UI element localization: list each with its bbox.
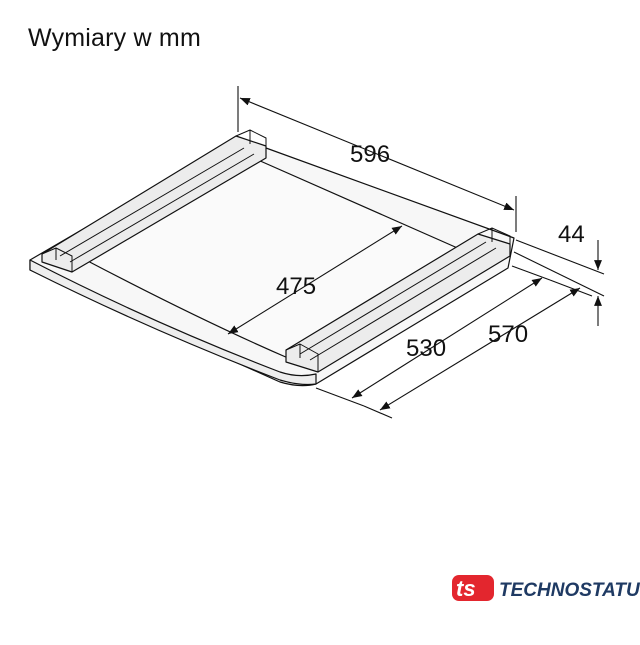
- right-rail-cap-front: [285, 343, 319, 372]
- shelf-front-edge: [29, 259, 317, 386]
- logo-mark: [452, 575, 494, 601]
- dim-height-ext-bottom: [513, 251, 605, 297]
- dim-depth-a-label: 530: [406, 335, 446, 362]
- dim-height-label: 44: [558, 221, 585, 248]
- dim-depth-b-line: [379, 287, 581, 411]
- left-rail-groove: [59, 147, 255, 263]
- dim-depth-a-ext-front: [315, 387, 365, 407]
- dim-width-label: 596: [350, 141, 390, 168]
- dim-inner-depth-label: 475: [276, 273, 316, 300]
- dim-width-line: [239, 97, 515, 211]
- dim-depth-b-ext-front: [363, 405, 393, 419]
- dim-inner-depth-line: [227, 225, 403, 335]
- technostatus-logo: ts TECHNOSTATUS: [452, 575, 640, 601]
- diagram-title: Wymiary w mm: [28, 24, 201, 52]
- left-rail-cap-front: [41, 247, 73, 272]
- dim-height-ext-top: [515, 239, 605, 275]
- dim-depth-b-label: 570: [488, 321, 528, 348]
- logo-mark-letters: ts: [456, 576, 476, 601]
- dim-depth-a-ext-back: [511, 265, 551, 281]
- dimension-lines: [227, 86, 605, 419]
- right-rail-cap-back: [477, 227, 511, 244]
- logo-wordmark: TECHNOSTATUS: [499, 580, 640, 601]
